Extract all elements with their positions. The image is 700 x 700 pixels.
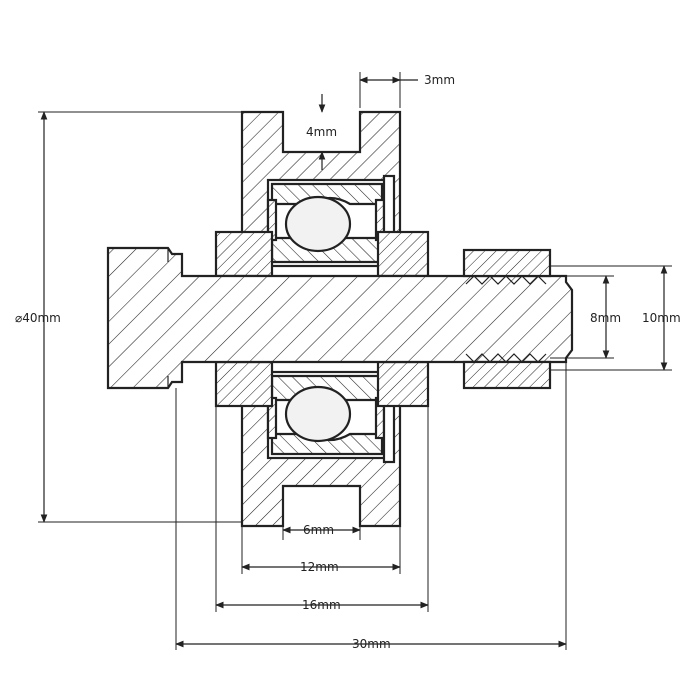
diameter-label: ⌀40mm [15,311,61,325]
ball-lower [284,385,352,443]
washers [214,230,430,408]
washer-width-label: 16mm [302,598,341,612]
wheel-width-label: 12mm [300,560,339,574]
nut-diameter-label: 10mm [642,311,681,325]
bolt [106,246,574,390]
bolt-length-label: 30mm [352,637,391,651]
ball-upper [284,195,352,253]
rim-width-label: 3mm [424,73,455,87]
bearing-upper [266,174,396,268]
groove-width-label: 6mm [303,523,334,537]
bearing-lower [266,370,396,464]
nut [462,248,552,390]
groove-depth-label: 4mm [306,125,337,139]
bolt-diameter-label: 8mm [590,311,621,325]
dimension-lines [38,72,672,650]
